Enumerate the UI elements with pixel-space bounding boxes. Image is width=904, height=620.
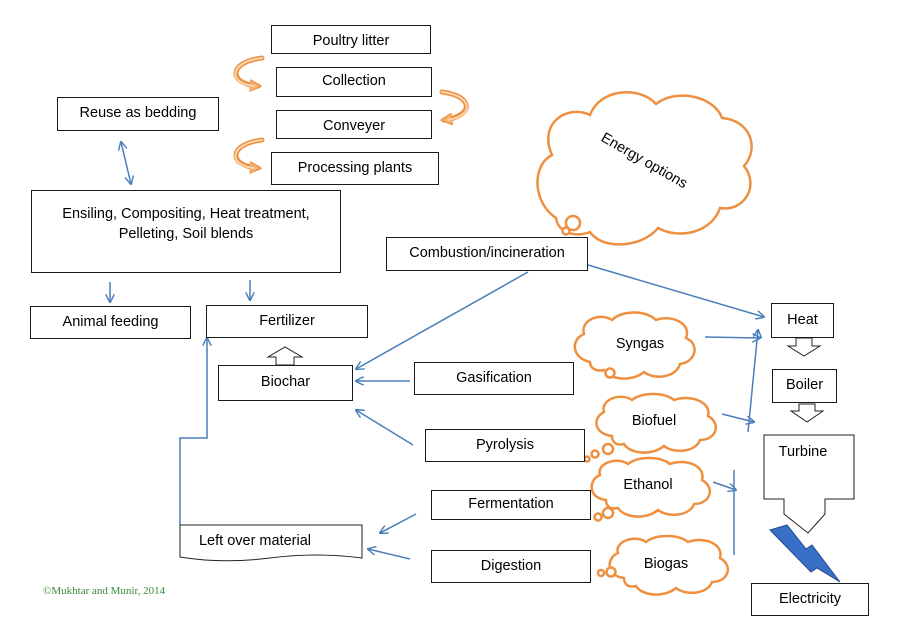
arrow-combustion-to-heat (587, 264, 764, 317)
cloud-energy-options-tail-2 (561, 226, 571, 236)
node-heat: Heat (771, 303, 834, 338)
cloud-biogas-tail-2 (596, 568, 606, 578)
node-processing-methods: Ensiling, Compositing, Heat treatment, P… (31, 190, 341, 273)
node-turbine-label: Turbine (778, 444, 828, 460)
cloud-syngas-label: Syngas (615, 336, 665, 352)
node-boiler: Boiler (772, 369, 837, 403)
arrow-digestion-to-leftover (368, 549, 411, 560)
lightning-bolt-icon (769, 524, 841, 583)
cloud-biogas-label: Biogas (643, 556, 689, 572)
node-gasification: Gasification (414, 362, 574, 395)
node-fermentation: Fermentation (431, 490, 591, 520)
node-collection: Collection (276, 67, 432, 97)
arrow-syngas-to-heat (704, 337, 760, 338)
hollow-arrow-heat-to-boiler (786, 337, 822, 357)
copyright-credit: ©Mukhtar and Munir, 2014 (43, 585, 166, 597)
node-electricity: Electricity (751, 583, 869, 616)
hollow-arrow-boiler-to-turbine (789, 403, 825, 423)
cloud-ethanol-tail-2 (593, 512, 603, 522)
node-reuse-as-bedding: Reuse as bedding (57, 97, 219, 131)
cloud-biofuel-tail-3 (583, 455, 591, 463)
node-poultry-litter: Poultry litter (271, 25, 431, 54)
cloud-syngas-tail-1 (604, 367, 616, 379)
node-conveyer: Conveyer (276, 110, 432, 139)
cloud-biofuel-tail-2 (590, 449, 600, 459)
node-fertilizer: Fertilizer (206, 305, 368, 338)
curve-arrow-collection-conveyer (439, 89, 469, 120)
arrow-ethanol-to-turbine (712, 481, 736, 490)
leftover-material-shape (179, 524, 363, 562)
arrow-fermentation-to-leftover (380, 513, 417, 533)
node-left-over-material-label: Left over material (198, 533, 312, 549)
node-pyrolysis: Pyrolysis (425, 429, 585, 462)
arrow-reuse-to-methods (121, 142, 131, 184)
cloud-energy-options-tail-1 (564, 214, 582, 232)
node-digestion: Digestion (431, 550, 591, 583)
cloud-ethanol-tail-1 (601, 506, 615, 520)
cloud-biogas (608, 534, 730, 596)
node-animal-feeding: Animal feeding (30, 306, 191, 339)
line-energy-bus-to-heat (747, 330, 758, 433)
cloud-energy-options (536, 91, 753, 246)
cloud-ethanol (590, 456, 712, 518)
arrow-leftover-to-fertilizer (179, 338, 207, 525)
arrow-pyrolysis-to-biochar (356, 410, 414, 446)
arrow-combustion-to-biochar (356, 271, 529, 369)
node-combustion: Combustion/incineration (386, 237, 588, 271)
cloud-biofuel-tail-1 (601, 442, 615, 456)
cloud-biogas-tail-1 (605, 566, 617, 578)
cloud-biofuel-label: Biofuel (631, 413, 677, 429)
turbine-shape (763, 434, 855, 534)
cloud-biofuel (595, 392, 718, 454)
cloud-ethanol-label: Ethanol (623, 477, 673, 493)
hollow-arrow-biochar-to-fertilizer (266, 346, 304, 366)
node-biochar: Biochar (218, 365, 353, 401)
node-processing-plants: Processing plants (271, 152, 439, 185)
